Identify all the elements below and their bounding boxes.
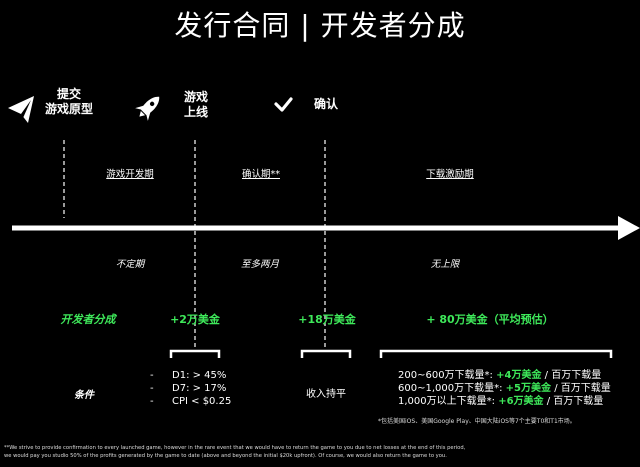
duration-development: 不定期 [115, 259, 145, 270]
footnote: **We strive to provide confirmation to e… [4, 445, 466, 459]
phase-development: 游戏开发期 [106, 169, 154, 180]
duration-download: 无上限 [430, 259, 460, 270]
milestone-label-launch: 游戏 上线 [183, 90, 208, 119]
page-title: 发行合同 | 开发者分成 [174, 9, 466, 42]
launch-metrics: D1: > 45% D7: > 17% CPI < $0.25 [172, 369, 231, 408]
rocket-icon [135, 96, 160, 121]
tier-row: 1,000万以上下载量*: +6万美金 / 百万下载量 [398, 396, 604, 407]
launch-bonus: +2万美金 [170, 313, 220, 326]
milestone-label-prototype: 提交 游戏原型 [44, 87, 93, 116]
phase-download-incentive: 下载激励期 [426, 169, 474, 180]
confirm-bonus: +18万美金 [298, 313, 356, 326]
bracket-launch [169, 349, 221, 358]
tier-note: *包括美国iOS、美国Google Play、中国大陆iOS等7个主要T0和T1… [378, 418, 576, 425]
download-bonus: + 80万美金（平均预估） [426, 313, 554, 326]
tier-row: 200~600万下载量*: +4万美金 / 百万下载量 [398, 370, 602, 381]
conditions-label: 条件 [74, 390, 94, 401]
bracket-confirm [300, 349, 352, 358]
timeline-arrow-head [618, 216, 640, 240]
metric-d7: D7: > 17% [172, 383, 227, 394]
duration-confirmation: 至多两月 [240, 259, 279, 270]
condition-bullets: - - - [150, 370, 154, 407]
confirm-condition: 收入持平 [306, 389, 346, 400]
metric-cpi: CPI < $0.25 [172, 396, 232, 407]
bracket-download [379, 349, 613, 358]
metric-d1: D1: > 45% [172, 370, 227, 381]
phase-confirmation: 确认期** [241, 169, 280, 180]
checkmark-icon [274, 97, 293, 112]
download-tiers: 200~600万下载量*: +4万美金 / 百万下载量 600~1,000万下载… [398, 369, 611, 408]
milestone-label-confirm: 确认 [313, 97, 338, 111]
revenue-share-label: 开发者分成 [60, 313, 116, 326]
paper-plane-icon [8, 96, 34, 123]
tier-row: 600~1,000万下载量*: +5万美金 / 百万下载量 [398, 383, 611, 394]
